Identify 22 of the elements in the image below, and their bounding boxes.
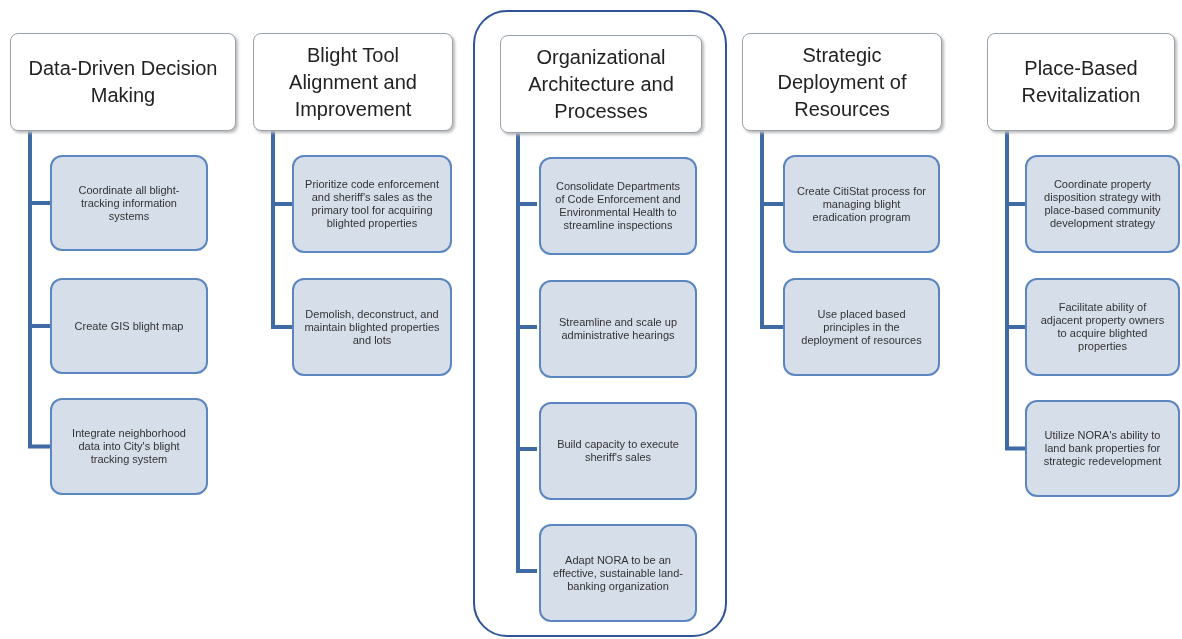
task-box: Adapt NORA to be an effective, sustainable land-banking organization <box>539 524 697 622</box>
task-box: Utilize NORA's ability to land bank properties for strategic redevelopment <box>1025 400 1180 497</box>
task-box: Demolish, deconstruct, and maintain blighted properties and lots <box>292 278 452 376</box>
task-box: Integrate neighborhood data into City's blight tracking system <box>50 398 208 495</box>
heading-box: Strategic Deployment of Resources <box>742 33 942 131</box>
highlight-frame <box>473 10 727 637</box>
task-box: Build capacity to execute sheriff's sales <box>539 402 697 500</box>
task-box: Coordinate all blight-tracking information systems <box>50 155 208 251</box>
task-box: Coordinate property disposition strategy with place-based community development strategy <box>1025 155 1180 253</box>
task-box: Prioritize code enforcement and sheriff's sales as the primary tool for acquiring blighted properties <box>292 155 452 253</box>
task-box: Facilitate ability of adjacent property owners to acquire blighted properties <box>1025 278 1180 376</box>
task-box: Create CitiStat process for managing blight eradication program <box>783 155 940 253</box>
task-box: Streamline and scale up administrative hearings <box>539 280 697 378</box>
heading-box: Blight Tool Alignment and Improvement <box>253 33 453 131</box>
heading-box: Organizational Architecture and Processes <box>500 35 702 133</box>
connector-line <box>28 131 50 449</box>
task-box: Create GIS blight map <box>50 278 208 374</box>
task-box: Consolidate Departments of Code Enforcement and Environmental Health to streamline inspections <box>539 157 697 255</box>
connector-line <box>516 131 537 573</box>
heading-box: Data-Driven Decision Making <box>10 33 236 131</box>
task-box: Use placed based principles in the deployment of resources <box>783 278 940 376</box>
heading-box: Place-Based Revitalization <box>987 33 1175 131</box>
